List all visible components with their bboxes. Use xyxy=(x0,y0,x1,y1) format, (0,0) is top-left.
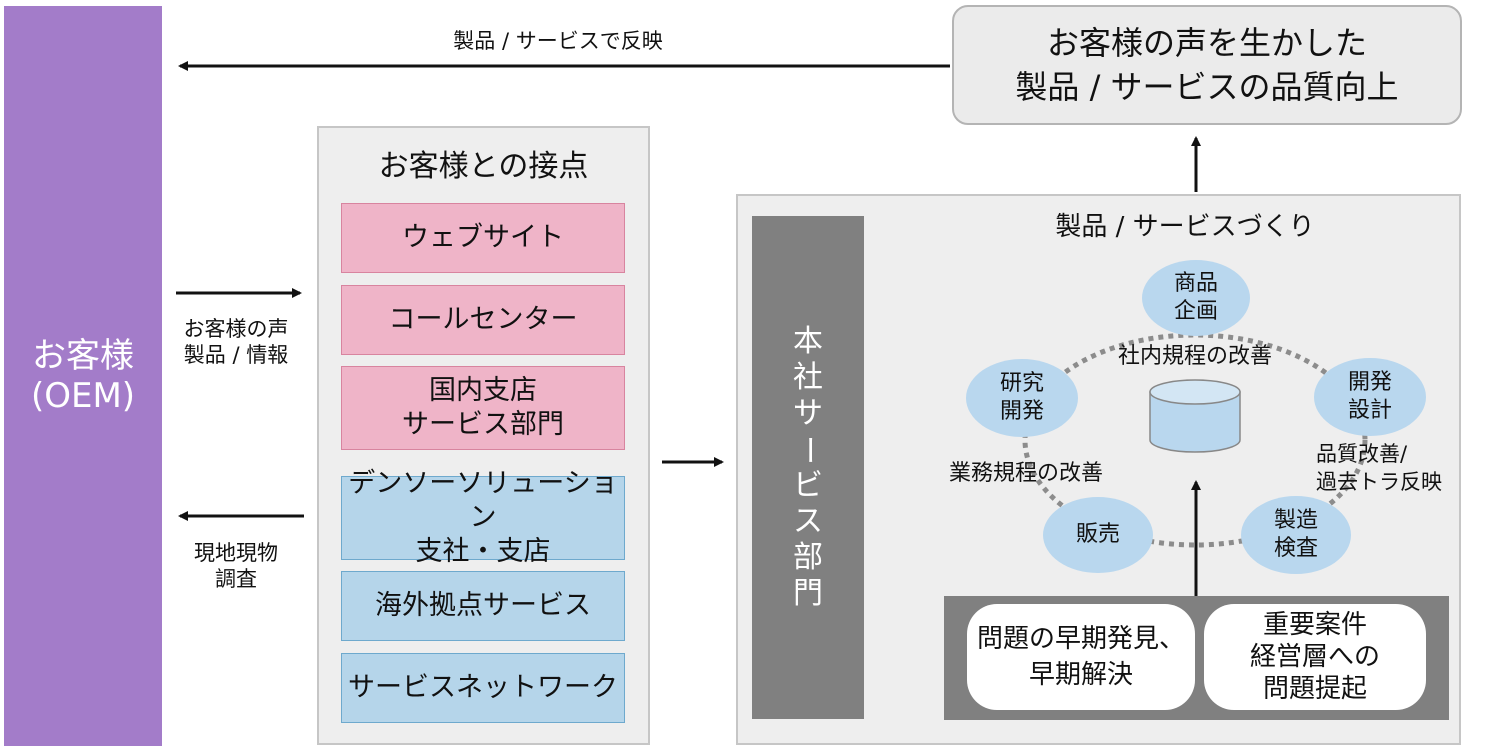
survey-label: 現地現物 調査 xyxy=(166,540,306,592)
node-design-line-2: 設計 xyxy=(1347,398,1392,423)
hq-char: ス xyxy=(793,503,823,539)
management-escalation-box: 重要案件 経営層への 問題提起 xyxy=(1204,604,1426,710)
node-sales xyxy=(1043,497,1153,573)
node-planning xyxy=(1142,260,1250,336)
node-research xyxy=(966,359,1078,437)
customer-name: お客様 xyxy=(32,336,134,376)
touchpoint-denso-solution-line-1: デンソーソリューション xyxy=(348,468,618,533)
early-detection-line-2: 早期解決 xyxy=(1028,660,1133,690)
cycle-ring xyxy=(1022,332,1368,548)
touchpoint-service-network-label: サービスネットワーク xyxy=(348,672,618,703)
node-design-line-1: 開発 xyxy=(1347,370,1392,395)
node-manufacturing-label: 製造 検査 xyxy=(1241,507,1351,563)
hq-char: 部 xyxy=(793,539,823,575)
quality-improvement-label-line-1: 品質改善/ xyxy=(1316,442,1408,466)
node-manufacturing xyxy=(1241,496,1351,574)
survey-label-line-1: 現地現物 xyxy=(194,541,278,565)
hq-char: 社 xyxy=(793,359,823,395)
touchpoint-website-label: ウェブサイト xyxy=(402,222,564,253)
early-detection-line-1: 問題の早期発見、 xyxy=(976,624,1185,654)
early-detection-box: 問題の早期発見、 早期解決 xyxy=(967,604,1195,710)
feedback-label: 製品 / サービスで反映 xyxy=(453,29,663,53)
node-sales-label: 販売 xyxy=(1043,517,1153,553)
node-research-line-1: 研究 xyxy=(999,371,1044,396)
business-rules-label: 業務規程の改善 xyxy=(948,461,1103,486)
customer-block: お客様 (OEM) xyxy=(4,6,162,746)
touchpoint-call-center: コールセンター xyxy=(341,285,625,355)
node-planning-label: 商品 企画 xyxy=(1142,270,1250,326)
quality-improvement-box: お客様の声を生かした 製品 / サービスの品質向上 xyxy=(952,5,1462,125)
hq-char: サ xyxy=(793,395,823,431)
voice-in-label-line-2: 製品 / 情報 xyxy=(183,343,289,367)
touchpoint-denso-solution-line-2: 支社・支店 xyxy=(415,536,551,567)
quality-line-2: 製品 / サービスの品質向上 xyxy=(1015,68,1399,106)
touchpoints-title: お客様との接点 xyxy=(378,149,589,184)
node-research-line-2: 開発 xyxy=(999,399,1044,424)
node-research-label: 研究 開発 xyxy=(966,370,1078,426)
hq-char: 門 xyxy=(793,575,823,611)
quality-improvement-label-line-2: 過去トラ反映 xyxy=(1316,470,1442,494)
touchpoint-domestic-branch: 国内支店 サービス部門 xyxy=(341,366,625,450)
node-planning-line-1: 商品 xyxy=(1173,271,1218,296)
quality-line-1: お客様の声を生かした xyxy=(1046,24,1367,62)
touchpoint-overseas-service: 海外拠点サービス xyxy=(341,571,625,641)
voice-in-label: お客様の声 製品 / 情報 xyxy=(166,316,306,368)
management-escalation-line-1: 重要案件 xyxy=(1262,610,1367,640)
quality-improvement-label: 品質改善/ 過去トラ反映 xyxy=(1316,440,1462,496)
node-planning-line-2: 企画 xyxy=(1173,299,1218,324)
hq-char: ビ xyxy=(793,467,823,503)
node-sales-line-1: 販売 xyxy=(1075,522,1120,547)
hq-service-department: 本 社 サ ー ビ ス 部 門 xyxy=(752,216,864,719)
internal-rules-label: 社内規程の改善 xyxy=(1117,344,1272,369)
hq-char: 本 xyxy=(793,323,823,359)
touchpoint-overseas-service-label: 海外拠点サービス xyxy=(375,590,591,621)
product-making-title: 製品 / サービスづくり xyxy=(1055,211,1315,242)
touchpoint-call-center-label: コールセンター xyxy=(388,304,578,335)
node-design xyxy=(1314,358,1426,436)
node-manufacturing-line-2: 検査 xyxy=(1273,536,1318,561)
node-manufacturing-line-1: 製造 xyxy=(1273,508,1318,533)
voice-in-label-line-1: お客様の声 xyxy=(183,317,289,341)
customer-oem: (OEM) xyxy=(30,376,136,416)
node-design-label: 開発 設計 xyxy=(1314,369,1426,425)
touchpoint-domestic-branch-line-2: サービス部門 xyxy=(402,409,564,440)
touchpoint-denso-solution: デンソーソリューション 支社・支店 xyxy=(341,468,625,567)
management-escalation-line-3: 問題提起 xyxy=(1262,674,1367,704)
management-escalation-line-2: 経営層への xyxy=(1249,642,1380,672)
survey-label-line-2: 調査 xyxy=(215,567,257,591)
touchpoint-domestic-branch-line-1: 国内支店 xyxy=(429,375,537,406)
touchpoint-website: ウェブサイト xyxy=(341,203,625,273)
database-icon xyxy=(1149,379,1241,453)
touchpoint-service-network: サービスネットワーク xyxy=(341,653,625,723)
